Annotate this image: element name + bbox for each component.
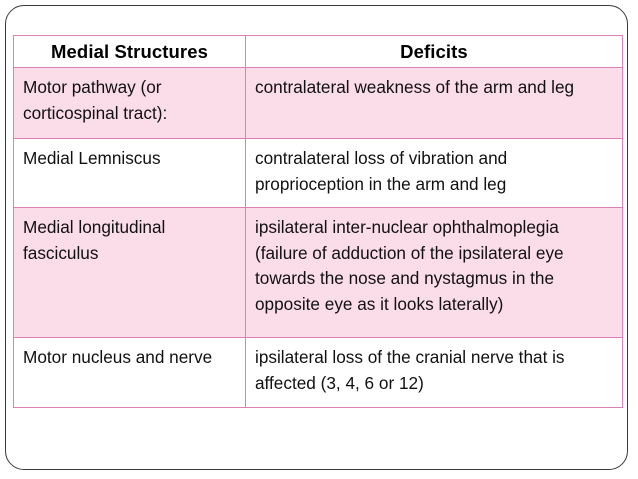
cell-text-line: Motor pathway (or — [23, 77, 162, 97]
cell-deficit: contralateral weakness of the arm and le… — [245, 67, 623, 139]
table-row: Medial Lemniscus contralateral loss of vi… — [13, 138, 623, 208]
table-row: Motor pathway (or corticospinal tract): co… — [13, 67, 623, 139]
cell-text-line: ipsilateral loss of the cranial nerve th… — [255, 347, 565, 367]
cell-text-line: ipsilateral inter-nuclear ophthalmoplegi… — [255, 217, 559, 237]
cell-text-line: Medial Lemniscus — [23, 148, 161, 168]
cell-text-line: affected (3, 4, 6 or 12) — [255, 372, 424, 393]
column-header-medial-structures: Medial Structures — [13, 35, 246, 68]
cell-text-line: Motor nucleus and nerve — [23, 347, 213, 367]
cell-text-line: opposite eye as it looks laterally) — [255, 293, 504, 314]
cell-medial-structure: Medial longitudinal fasciculus — [13, 207, 246, 338]
column-header-deficits: Deficits — [245, 35, 623, 68]
table-body: Motor pathway (or corticospinal tract): co… — [13, 67, 623, 408]
cell-deficit: ipsilateral loss of the cranial nerve th… — [245, 337, 623, 408]
cell-text-line: corticospinal tract): — [23, 102, 168, 123]
cell-text-line: fasciculus — [23, 242, 99, 263]
cell-text-line: (failure of adduction of the ipsilateral… — [255, 242, 564, 263]
table-header: Medial Structures Deficits — [13, 35, 623, 68]
slide-frame: Medial Structures Deficits Motor pathway… — [5, 5, 628, 470]
cell-text-line: towards the nose and nystagmus in the — [255, 268, 555, 289]
table-row: Motor nucleus and nerve ipsilateral loss … — [13, 337, 623, 408]
medial-structures-deficits-table: Medial Structures Deficits Motor pathway… — [13, 35, 623, 408]
table-header-row: Medial Structures Deficits — [13, 35, 623, 68]
cell-medial-structure: Medial Lemniscus — [13, 138, 246, 208]
cell-deficit: ipsilateral inter-nuclear ophthalmoplegi… — [245, 207, 623, 338]
cell-text-line: contralateral weakness of the arm and le… — [255, 77, 575, 97]
cell-text-line: contralateral loss of vibration and — [255, 148, 508, 168]
cell-text-line: proprioception in the arm and leg — [255, 173, 507, 194]
cell-medial-structure: Motor pathway (or corticospinal tract): — [13, 67, 246, 139]
cell-medial-structure: Motor nucleus and nerve — [13, 337, 246, 408]
table-row: Medial longitudinal fasciculus ipsilateral… — [13, 207, 623, 338]
cell-deficit: contralateral loss of vibration and propr… — [245, 138, 623, 208]
cell-text-line: Medial longitudinal — [23, 217, 166, 237]
